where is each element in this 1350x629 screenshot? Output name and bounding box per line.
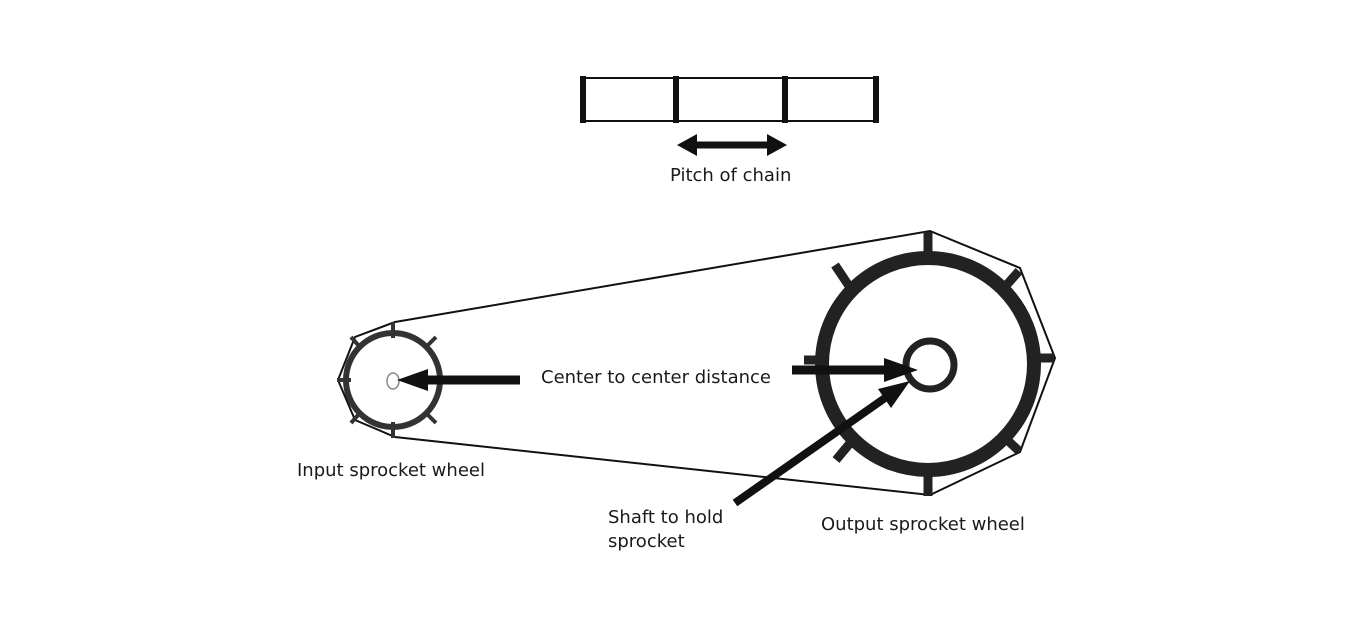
shaft-label-line-2: sprocket xyxy=(608,531,685,552)
chain-pin-2 xyxy=(673,76,679,123)
input-sprocket-label: Input sprocket wheel xyxy=(297,460,485,481)
output-shaft xyxy=(902,337,958,393)
center-distance-arrow-left xyxy=(397,369,520,391)
output-sprocket xyxy=(804,232,1054,496)
shaft-label-line-1: Shaft to hold xyxy=(608,507,724,528)
center-distance-arrow-right xyxy=(792,358,918,382)
center-distance-label: Center to center distance xyxy=(541,367,772,388)
chain-links xyxy=(580,76,879,123)
chain-link-outline xyxy=(583,77,877,122)
chain-pin-3 xyxy=(782,76,788,123)
chain-pin-1 xyxy=(580,76,586,123)
input-hub xyxy=(386,372,400,390)
shaft-arrow xyxy=(732,381,910,507)
chain-pin-4 xyxy=(873,76,879,123)
output-sprocket-label: Output sprocket wheel xyxy=(821,514,1025,535)
pitch-double-arrow xyxy=(677,134,787,156)
shaft-label: Shaft to hold sprocket xyxy=(608,506,723,554)
pitch-label: Pitch of chain xyxy=(670,165,792,186)
